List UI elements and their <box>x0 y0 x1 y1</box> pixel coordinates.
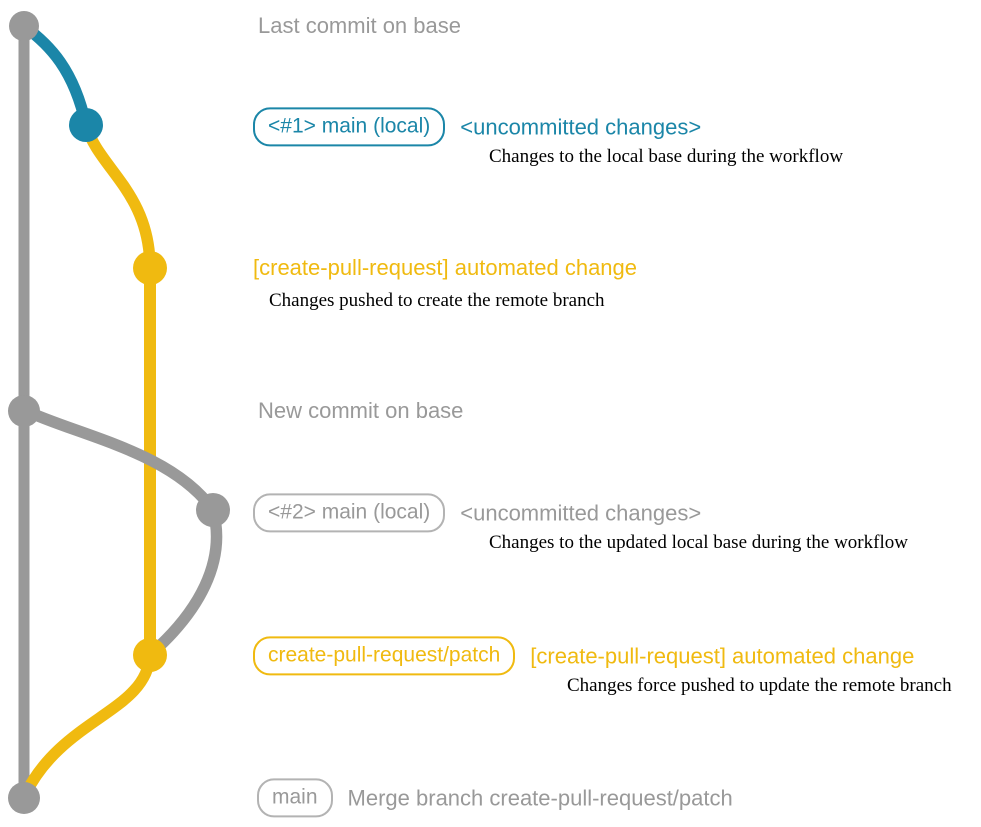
commit-dot-local-main-2 <box>196 493 230 527</box>
git-graph <box>8 11 230 814</box>
last-commit-label: Last commit on base <box>258 13 461 38</box>
new-commit-label: New commit on base <box>258 398 464 423</box>
row-merge-main: main Merge branch create-pull-request/pa… <box>257 778 733 818</box>
row-local-main-2: <#2> main (local) <uncommitted changes> <box>253 493 702 533</box>
commit-message-automated-change-2: [create-pull-request] automated change <box>530 642 915 668</box>
commit-dot-new-base <box>8 395 40 427</box>
patch-branch-upper-line <box>80 119 156 274</box>
commit-message-merge-branch: Merge branch create-pull-request/patch <box>347 784 733 810</box>
commit-dot-last-base <box>9 11 39 41</box>
branch-label-create-pull-request-patch: create-pull-request/patch <box>253 636 516 676</box>
branch-label-main: main <box>257 778 333 818</box>
commit-dot-patch-1 <box>133 251 167 285</box>
local-main-branch-line <box>18 20 92 131</box>
description-updated-local-base-changes: Changes to the updated local base during… <box>489 532 908 553</box>
row-patch-branch: create-pull-request/patch [create-pull-r… <box>253 636 915 676</box>
rebased-local-main-line <box>18 404 223 659</box>
commit-message-automated-change-1: [create-pull-request] automated change <box>253 255 638 280</box>
branch-label-main-local-2: <#2> main (local) <box>253 493 446 533</box>
commit-message-uncommitted-2: <uncommitted changes> <box>460 499 702 525</box>
commit-dot-patch-2 <box>133 638 167 672</box>
description-local-base-changes: Changes to the local base during the wor… <box>489 146 844 167</box>
patch-branch-merge-line <box>19 649 156 801</box>
row-local-main-1: <#1> main (local) <uncommitted changes> <box>253 107 702 147</box>
commit-message-uncommitted-1: <uncommitted changes> <box>460 113 702 139</box>
branch-label-main-local-1: <#1> main (local) <box>253 107 446 147</box>
description-push-create-remote: Changes pushed to create the remote bran… <box>269 290 605 311</box>
commit-dot-merge <box>8 782 40 814</box>
commit-dot-local-main-1 <box>69 108 103 142</box>
description-force-push-update-remote: Changes force pushed to update the remot… <box>567 675 952 696</box>
